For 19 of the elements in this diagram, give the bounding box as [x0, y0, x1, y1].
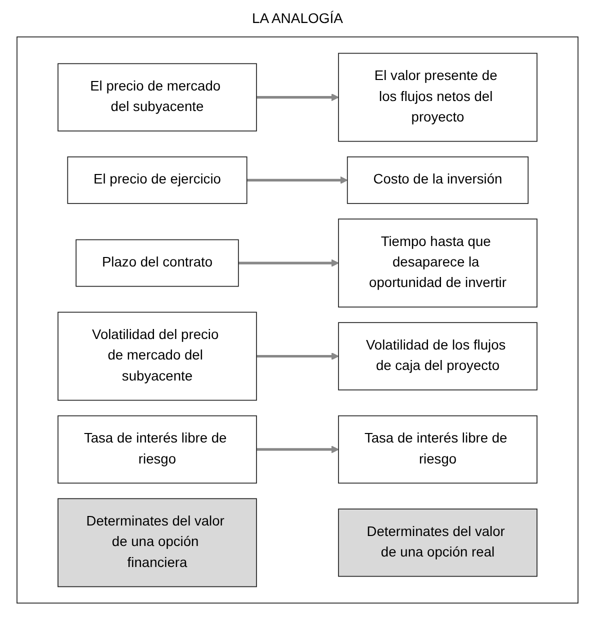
node-box: El precio de mercado del subyacente: [58, 63, 257, 132]
node-box: Volatilidad de los flujos de caja del proyecto: [338, 322, 538, 390]
arrow: [246, 176, 348, 184]
node-box: Tiempo hasta que desaparece la oportunidad de invertir: [338, 218, 538, 308]
node-box: El valor presente de los flujos netos del proyecto: [338, 52, 538, 142]
node-box: Determinates del valor de una opción financiera: [58, 498, 257, 588]
node-box: Determinates del valor de una opción real: [338, 508, 538, 577]
arrow: [256, 352, 339, 360]
node-box: Volatilidad del precio de mercado del subyacente: [58, 312, 257, 401]
node-box: El precio de ejercicio: [67, 156, 248, 204]
node-box: Costo de la inversión: [346, 156, 529, 204]
node-box: Tasa de interés libre de riesgo: [58, 415, 257, 484]
arrow: [256, 94, 339, 102]
node-box: Tasa de interés libre de riesgo: [338, 415, 538, 484]
node-box: Plazo del contrato: [76, 239, 239, 287]
arrow: [256, 446, 339, 454]
arrow: [238, 259, 339, 267]
diagram-title: LA ANALOGÍA: [250, 10, 344, 26]
cluster: [16, 36, 578, 604]
